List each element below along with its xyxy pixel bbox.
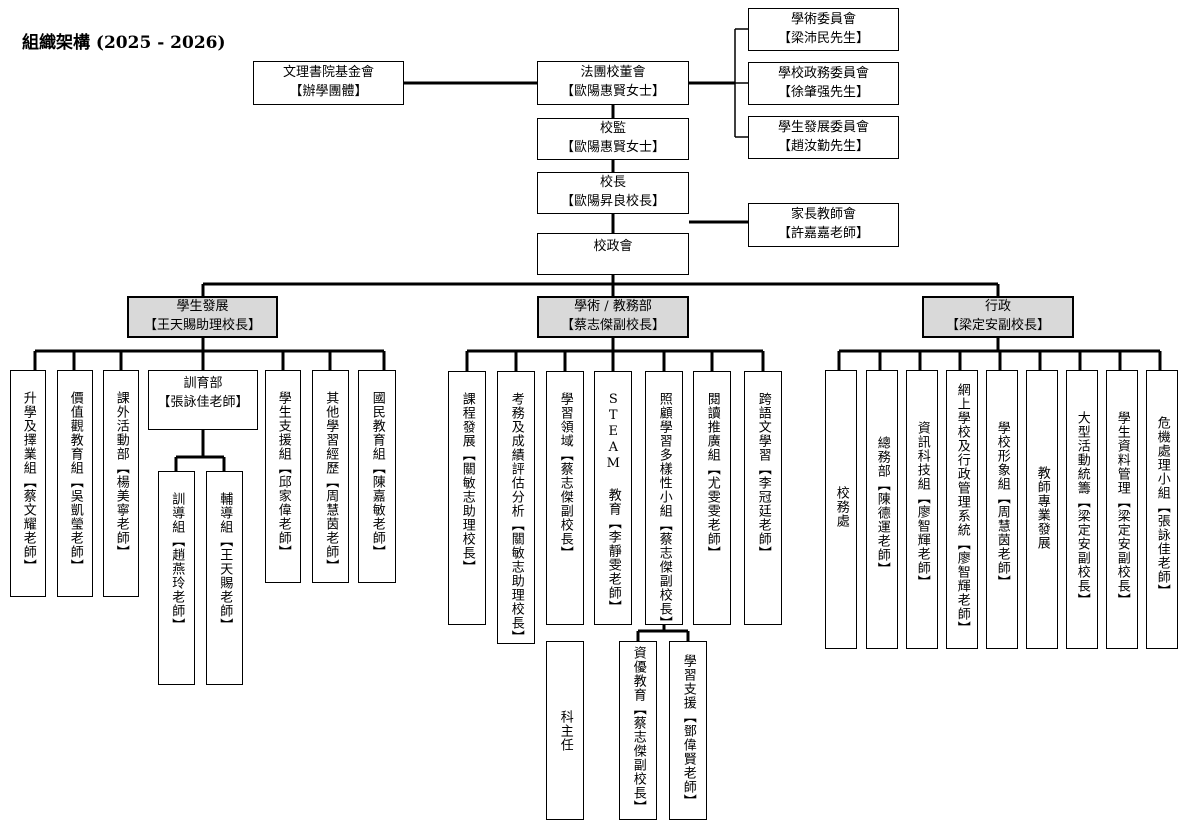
unit-exams-assessment-label: 考務及成績評估分析【關敏志助理校長】 <box>508 392 524 644</box>
principal-name: 校長 <box>599 175 626 191</box>
academic-committee-name: 學術委員會 <box>790 11 856 27</box>
unit-it-team: 資訊科技組【廖智輝老師】 <box>906 370 938 649</box>
unit-discipline-team-label: 訓導組【趙燕玲老師】 <box>169 492 185 632</box>
division-student-person: 【王天賜助理校長】 <box>143 318 261 333</box>
unit-extracurricular-label: 課外活動部【楊美寧老師】 <box>113 391 129 559</box>
unit-further-studies: 升學及擇業組【蔡文耀老師】 <box>10 370 46 597</box>
unit-learning-areas: 學習領域【蔡志傑副校長】 <box>546 371 584 625</box>
unit-online-admin-system: 網上學校及行政管理系統【廖智輝老師】 <box>946 370 978 649</box>
unit-values-education-label: 價值觀教育組【吳凱瑩老師】 <box>67 391 83 573</box>
division-academic-name: 學術 / 教務部 <box>574 299 652 315</box>
unit-steam-label: STEAM 教育【李靜雯老師】 <box>605 392 621 614</box>
chart-title: 組織架構 (2025 - 2026) <box>22 33 226 53</box>
division-admin-person: 【梁定安副校長】 <box>945 318 1050 333</box>
admin-committee-name: 學校政務委員會 <box>777 65 869 81</box>
pta-box: 家長教師會 【許嘉嘉老師】 <box>748 203 899 247</box>
unit-cross-language: 跨語文學習【李冠廷老師】 <box>744 371 782 625</box>
admin-committee-box: 學校政務委員會 【徐肇强先生】 <box>748 62 899 105</box>
discipline-dept-person: 【張詠佳老師】 <box>157 394 249 410</box>
unit-major-events: 大型活動統籌【梁定安副校長】 <box>1066 370 1098 649</box>
unit-student-support-label: 學生支援組【邱家偉老師】 <box>275 391 291 559</box>
unit-major-events-label: 大型活動統籌【梁定安副校長】 <box>1074 411 1090 607</box>
foundation-person: 【辦學團體】 <box>289 84 368 99</box>
discipline-dept-name: 訓育部 <box>183 376 223 391</box>
supervisor-person: 【歐陽惠賢女士】 <box>560 140 665 155</box>
division-admin: 行政 【梁定安副校長】 <box>922 296 1074 338</box>
division-student-development: 學生發展 【王天賜助理校長】 <box>127 296 278 338</box>
unit-general-office: 校務處 <box>825 370 857 649</box>
unit-teacher-development-label: 教師專業發展 <box>1034 466 1050 550</box>
foundation-box: 文理書院基金會 【辦學團體】 <box>253 61 404 105</box>
division-academic: 學術 / 教務部 【蔡志傑副校長】 <box>537 296 689 338</box>
unit-crisis-management: 危機處理小組【張詠佳老師】 <box>1146 370 1178 649</box>
unit-teacher-development: 教師專業發展 <box>1026 370 1058 649</box>
unit-discipline-dept: 訓育部 【張詠佳老師】 <box>148 370 258 430</box>
unit-other-learning-label: 其他學習經歷【周慧茵老師】 <box>323 391 339 573</box>
unit-further-studies-label: 升學及擇業組【蔡文耀老師】 <box>20 391 36 573</box>
pta-name: 家長教師會 <box>790 207 856 223</box>
unit-school-image: 學校形象組【周慧茵老師】 <box>986 370 1018 649</box>
unit-student-support: 學生支援組【邱家偉老師】 <box>265 370 301 583</box>
division-admin-name: 行政 <box>984 299 1011 315</box>
unit-learning-diversity-label: 照顧學習多樣性小組【蔡志傑副校長】 <box>656 392 672 630</box>
division-student-name: 學生發展 <box>176 299 229 315</box>
student-dev-committee-name: 學生發展委員會 <box>777 119 869 135</box>
unit-student-data: 學生資料管理【梁定安副校長】 <box>1106 370 1138 649</box>
board-person: 【歐陽惠賢女士】 <box>560 84 665 99</box>
unit-guidance-team: 輔導組【王天賜老師】 <box>206 471 243 685</box>
unit-it-team-label: 資訊科技組【廖智輝老師】 <box>914 421 930 589</box>
pta-person: 【許嘉嘉老師】 <box>777 226 869 241</box>
principal-person: 【歐陽昇良校長】 <box>560 194 665 209</box>
unit-reading-promotion: 閱讀推廣組【尤雯雯老師】 <box>693 371 731 625</box>
unit-curriculum-development: 課程發展【關敏志助理校長】 <box>448 371 486 625</box>
unit-reading-promotion-label: 閱讀推廣組【尤雯雯老師】 <box>704 392 720 560</box>
academic-committee-box: 學術委員會 【梁沛民先生】 <box>748 8 899 51</box>
academic-committee-person: 【梁沛民先生】 <box>777 30 869 46</box>
school-council-box: 校政會 <box>537 233 689 275</box>
unit-national-education-label: 國民教育組【陳嘉敏老師】 <box>369 391 385 559</box>
board-box: 法團校董會 【歐陽惠賢女士】 <box>537 61 689 105</box>
supervisor-box: 校監 【歐陽惠賢女士】 <box>537 118 689 160</box>
unit-learning-areas-label: 學習領域【蔡志傑副校長】 <box>557 392 573 560</box>
unit-learning-diversity: 照顧學習多樣性小組【蔡志傑副校長】 <box>645 371 683 630</box>
student-dev-committee-person: 【趙汝勤先生】 <box>777 138 869 154</box>
principal-box: 校長 【歐陽昇良校長】 <box>537 172 689 214</box>
unit-student-data-label: 學生資料管理【梁定安副校長】 <box>1114 411 1130 607</box>
unit-panel-head: 科主任 <box>546 641 584 820</box>
unit-guidance-team-label: 輔導組【王天賜老師】 <box>217 492 233 632</box>
foundation-name: 文理書院基金會 <box>282 65 374 81</box>
unit-national-education: 國民教育組【陳嘉敏老師】 <box>358 370 396 583</box>
admin-committee-person: 【徐肇强先生】 <box>777 84 869 100</box>
unit-values-education: 價值觀教育組【吳凱瑩老師】 <box>57 370 93 597</box>
unit-discipline-team: 訓導組【趙燕玲老師】 <box>158 471 195 685</box>
unit-extracurricular: 課外活動部【楊美寧老師】 <box>103 370 139 597</box>
unit-school-image-label: 學校形象組【周慧茵老師】 <box>994 421 1010 589</box>
unit-steam: STEAM 教育【李靜雯老師】 <box>594 371 632 625</box>
unit-exams-assessment: 考務及成績評估分析【關敏志助理校長】 <box>497 371 535 644</box>
unit-learning-support-label: 學習支援【鄧偉賢老師】 <box>680 654 696 808</box>
unit-gifted-education: 資優教育【蔡志傑副校長】 <box>619 641 657 820</box>
unit-cross-language-label: 跨語文學習【李冠廷老師】 <box>755 392 771 560</box>
unit-gifted-education-label: 資優教育【蔡志傑副校長】 <box>630 646 646 814</box>
supervisor-name: 校監 <box>599 121 626 137</box>
unit-panel-head-label: 科主任 <box>557 709 573 752</box>
division-academic-person: 【蔡志傑副校長】 <box>560 318 665 333</box>
unit-crisis-management-label: 危機處理小組【張詠佳老師】 <box>1154 416 1170 598</box>
unit-other-learning: 其他學習經歷【周慧茵老師】 <box>312 370 349 583</box>
student-dev-committee-box: 學生發展委員會 【趙汝勤先生】 <box>748 116 899 159</box>
unit-learning-support: 學習支援【鄧偉賢老師】 <box>669 641 707 820</box>
school-council-name: 校政會 <box>593 239 633 254</box>
board-name: 法團校董會 <box>580 65 646 81</box>
unit-curriculum-development-label: 課程發展【關敏志助理校長】 <box>459 392 475 574</box>
unit-general-affairs-label: 總務部【陳德運老師】 <box>874 436 890 576</box>
unit-general-office-label: 校務處 <box>833 486 849 528</box>
unit-online-admin-system-label: 網上學校及行政管理系統【廖智輝老師】 <box>954 383 970 635</box>
unit-general-affairs: 總務部【陳德運老師】 <box>866 370 898 649</box>
